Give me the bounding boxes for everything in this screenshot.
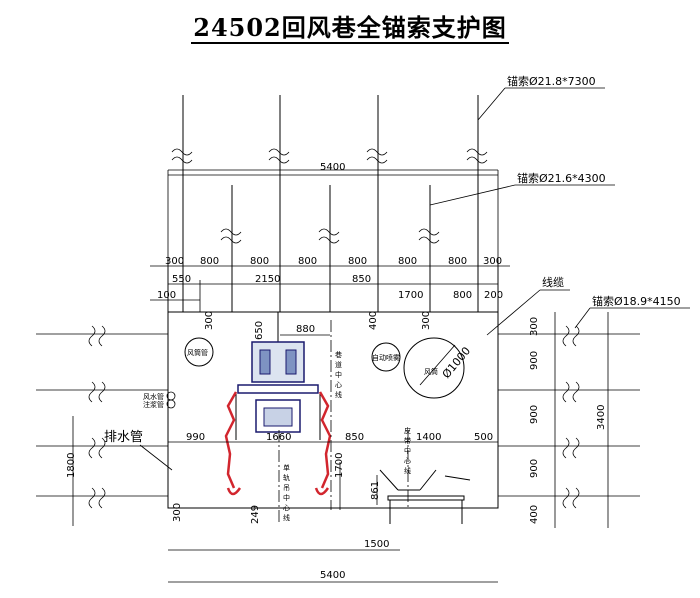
- title-text: 24502回风巷全锚索支护图: [191, 13, 509, 44]
- dim-inner-300b: 300: [421, 311, 432, 330]
- roadway-outline: [167, 311, 499, 509]
- dim-spacing-0: 300: [165, 256, 184, 267]
- svg-text:巷: 巷: [335, 351, 342, 359]
- dim-right-400: 400: [529, 505, 540, 524]
- dim-bottom-1500: 1500: [364, 539, 389, 550]
- dim-inner-650: 650: [254, 321, 265, 340]
- svg-text:吊: 吊: [283, 484, 290, 492]
- belt-conveyor: [379, 469, 471, 524]
- top-dimension-lines: [150, 174, 510, 312]
- svg-text:心: 心: [404, 457, 411, 465]
- svg-text:中: 中: [335, 370, 342, 379]
- dim-left-100: 100: [157, 290, 176, 301]
- dim-right-3400: 3400: [596, 405, 607, 430]
- svg-text:轨: 轨: [283, 473, 290, 482]
- dim-spacing-1: 800: [200, 256, 219, 267]
- right-dimension-lines: [554, 312, 609, 528]
- dim-right-900a: 900: [529, 351, 540, 370]
- dim-row3-1700: 1700: [398, 290, 423, 301]
- dim-row3-2150: 2150: [255, 274, 280, 285]
- svg-text:线: 线: [283, 513, 290, 522]
- label-anchor-short: 锚索Ø18.9*4150: [592, 294, 681, 308]
- label-air-pipe: 风筒管: [187, 348, 208, 357]
- dim-row3-550: 550: [172, 274, 191, 285]
- dim-inner-861: 861: [370, 481, 381, 500]
- dim-inner-1400: 1400: [416, 432, 441, 443]
- roadway-center-label: 巷 道 中 心 线: [335, 351, 342, 399]
- dim-right-900b: 900: [529, 405, 540, 424]
- dim-row3-800: 800: [453, 290, 472, 301]
- svg-text:道: 道: [335, 360, 342, 369]
- belt-center-label: 皮 带 中 心 线: [404, 426, 411, 475]
- svg-text:中: 中: [283, 493, 290, 502]
- page-title: 24502回风巷全锚索支护图: [0, 8, 700, 44]
- svg-text:心: 心: [283, 504, 290, 512]
- label-water-pipe-2: 注浆管: [143, 400, 164, 409]
- lifting-chains: [224, 391, 332, 496]
- svg-text:心: 心: [335, 381, 342, 389]
- label-fan-duct: 风筒: [424, 367, 438, 376]
- svg-text:单: 单: [283, 463, 290, 472]
- fan-duct: [403, 337, 465, 399]
- dim-spacing-7: 300: [483, 256, 502, 267]
- label-water-pipe-1: 风水管: [143, 392, 164, 401]
- dim-row3-200: 200: [484, 290, 503, 301]
- svg-text:皮: 皮: [404, 426, 411, 435]
- dim-inner-990: 990: [186, 432, 205, 443]
- dim-bottom-5400: 5400: [320, 570, 345, 581]
- dim-inner-850: 850: [345, 432, 364, 443]
- dim-spacing-5: 800: [398, 256, 417, 267]
- label-anchor-mid: 锚索Ø21.6*4300: [517, 171, 606, 185]
- air-pipe-small: [184, 337, 214, 367]
- label-drain-pipe: 排水管: [104, 430, 143, 445]
- dim-left-1800: 1800: [66, 453, 77, 478]
- long-anchor-cables: [171, 95, 488, 312]
- dim-right-300: 300: [529, 317, 540, 336]
- dim-inner-880: 880: [296, 324, 315, 335]
- dim-inner-249: 249: [250, 505, 261, 524]
- dim-top-5400: 5400: [320, 162, 345, 173]
- svg-text:中: 中: [404, 446, 411, 455]
- svg-text:线: 线: [404, 466, 411, 475]
- water-pipe-2: [166, 399, 176, 409]
- dim-inner-400: 400: [368, 311, 379, 330]
- dim-right-900c: 900: [529, 459, 540, 478]
- auto-spray-pipe: [371, 342, 401, 372]
- dim-inner-300c: 300: [172, 503, 183, 522]
- svg-text:线: 线: [335, 390, 342, 399]
- monorail-crane: [235, 312, 321, 440]
- dim-spacing-4: 800: [348, 256, 367, 267]
- inner-dimension-lines: [168, 334, 498, 583]
- dim-spacing-6: 800: [448, 256, 467, 267]
- label-anchor-long: 锚索Ø21.8*7300: [507, 74, 596, 88]
- side-anchor-cables: [36, 325, 640, 509]
- dim-inner-300a: 300: [204, 311, 215, 330]
- svg-text:带: 带: [404, 437, 411, 445]
- label-fan-diameter: Ø1000: [440, 344, 474, 380]
- dim-spacing-2: 800: [250, 256, 269, 267]
- dim-inner-1660: 1660: [266, 432, 291, 443]
- dim-inner-1700: 1700: [334, 453, 345, 478]
- mid-anchor-cables: [220, 185, 440, 312]
- dim-inner-500: 500: [474, 432, 493, 443]
- monorail-center-label: 单 轨 吊 中 心 线: [283, 463, 290, 522]
- label-auto-pipe: 自动喷雾: [372, 353, 400, 362]
- label-cable: 线缆: [542, 275, 564, 289]
- dim-spacing-3: 800: [298, 256, 317, 267]
- dim-row3-850: 850: [352, 274, 371, 285]
